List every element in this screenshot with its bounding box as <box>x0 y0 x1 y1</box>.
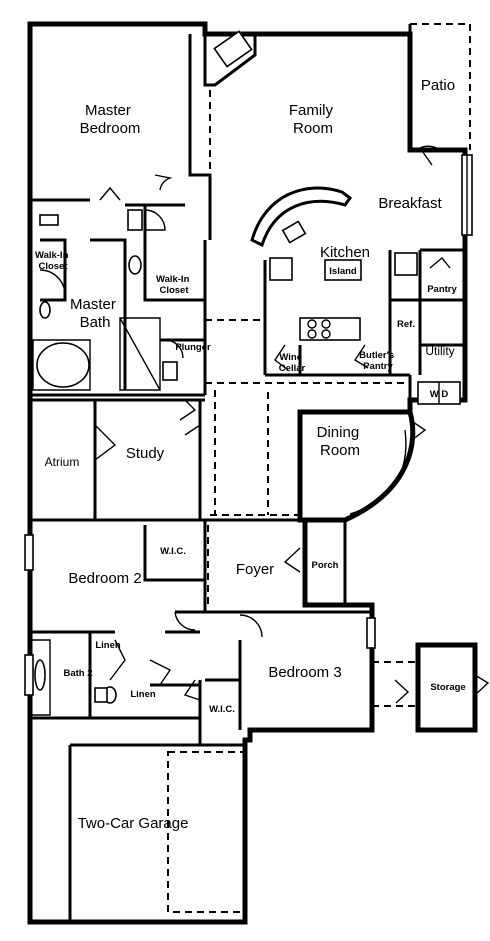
pantry-label: Pantry <box>427 284 457 295</box>
dining-bay-window <box>300 409 416 523</box>
washer-dryer-label: W D <box>430 389 449 400</box>
wine-cellar-label: Wine Cellar <box>279 352 306 374</box>
garage-label: Two-Car Garage <box>78 815 189 832</box>
dining-room-label: Dining Room <box>317 424 364 459</box>
linen-hall-label: Linen <box>130 689 156 700</box>
bath-2-label: Bath 2 <box>63 668 92 679</box>
patio-area <box>408 23 471 150</box>
bath-fixtures <box>32 209 178 716</box>
walk-in-closet-right-label: Walk-In Closet <box>156 274 192 296</box>
family-room-label: Family Room <box>289 102 337 137</box>
interior-walls <box>30 34 465 922</box>
bedroom-3-label: Bedroom 3 <box>268 664 341 681</box>
patio-label: Patio <box>421 77 455 94</box>
bedroom-2-label: Bedroom 2 <box>68 570 141 587</box>
foyer-label: Foyer <box>236 561 274 578</box>
windows <box>24 534 376 696</box>
room-labels: Master Bedroom Family Room Patio Breakfa… <box>35 77 466 832</box>
linen-label: Linen <box>95 640 121 651</box>
openings <box>167 90 415 913</box>
island-label: Island <box>329 266 357 277</box>
storage-building <box>415 642 490 733</box>
ref-label: Ref. <box>397 319 415 330</box>
wic-bedroom3-label: W.I.C. <box>209 704 235 715</box>
study-label: Study <box>126 445 165 462</box>
doors <box>39 145 451 704</box>
master-bedroom-label: Master Bedroom <box>80 102 141 137</box>
atrium-label: Atrium <box>45 455 80 469</box>
porch-label: Porch <box>312 560 339 571</box>
kitchen-counter <box>250 186 418 341</box>
utility-label: Utility <box>425 344 454 358</box>
wic-bedroom2-label: W.I.C. <box>160 546 186 557</box>
breakfast-label: Breakfast <box>378 195 442 212</box>
walk-in-closet-left-label: Walk-In Closet <box>35 250 71 272</box>
island <box>324 259 362 281</box>
storage-label: Storage <box>430 682 465 693</box>
plunger-label: Plunger <box>175 342 211 353</box>
butlers-pantry-label: Butler's Pantry <box>359 350 397 372</box>
master-bath-label: Master Bath <box>70 296 120 331</box>
fireplace <box>203 30 257 87</box>
kitchen-label: Kitchen <box>320 244 370 261</box>
